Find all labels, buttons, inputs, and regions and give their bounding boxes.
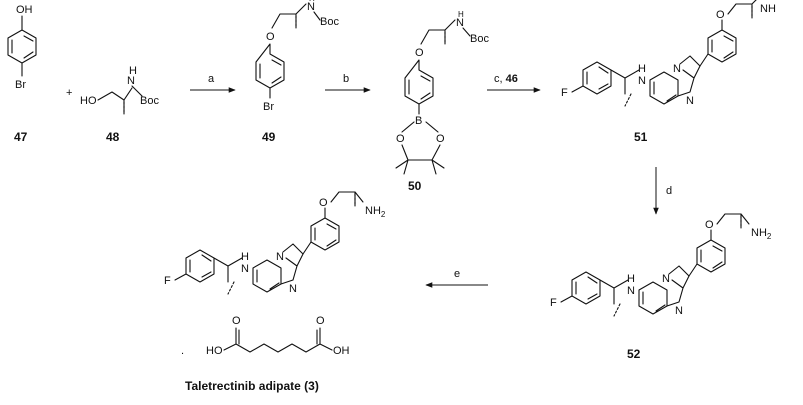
compound-48: HO N H Boc 48 bbox=[80, 65, 159, 144]
atom-nh2: NH2 bbox=[751, 227, 772, 241]
atom-n: N bbox=[673, 63, 681, 75]
atom-o: O bbox=[705, 219, 714, 231]
label-49: 49 bbox=[262, 130, 276, 144]
compound-49: O N H Boc Br 49 bbox=[255, 0, 339, 144]
atom-nh: H bbox=[638, 63, 646, 75]
atom-oh: OH bbox=[16, 4, 33, 16]
atom-o: O bbox=[436, 133, 445, 145]
atom-f: F bbox=[561, 87, 568, 99]
label-50: 50 bbox=[408, 179, 422, 193]
atom-boc: Boc bbox=[320, 16, 339, 28]
svg-text:N: N bbox=[241, 263, 249, 275]
atom-f: F bbox=[164, 275, 171, 287]
atom-n: N bbox=[127, 75, 135, 87]
atom-nh: N bbox=[456, 17, 464, 29]
atom-boc: Boc bbox=[774, 0, 793, 3]
label-48: 48 bbox=[106, 130, 120, 144]
compound-52: F H N N N O NH2 52 bbox=[550, 213, 772, 361]
atom-n: N bbox=[289, 283, 297, 295]
reagent-d: d bbox=[666, 185, 672, 197]
atom-o: O bbox=[415, 47, 424, 59]
atom-h: H bbox=[129, 65, 137, 77]
atom-n: N bbox=[662, 273, 670, 285]
atom-br: Br bbox=[263, 101, 274, 113]
atom-ho: HO bbox=[206, 345, 223, 357]
atom-o: O bbox=[266, 31, 275, 43]
atom-o: O bbox=[716, 9, 725, 21]
atom-n: N bbox=[686, 95, 694, 107]
svg-text:H: H bbox=[309, 0, 315, 3]
atom-o: O bbox=[232, 315, 241, 327]
svg-text:N: N bbox=[627, 285, 635, 297]
atom-b: B bbox=[415, 115, 422, 127]
reagent-e: e bbox=[454, 268, 460, 280]
salt-dot: . bbox=[181, 345, 184, 357]
atom-ho: HO bbox=[80, 95, 97, 107]
atom-o: O bbox=[316, 315, 325, 327]
atom-o: O bbox=[396, 133, 405, 145]
label-52: 52 bbox=[627, 347, 641, 361]
atom-nh2: NH2 bbox=[365, 205, 386, 219]
atom-f: F bbox=[550, 297, 557, 309]
reagent-a: a bbox=[208, 73, 215, 85]
label-47: 47 bbox=[14, 130, 28, 144]
atom-nh: H bbox=[241, 251, 249, 263]
compound-3: F H N N N O NH2 . HO O O OH Taletrectini… bbox=[164, 191, 386, 393]
reagent-b: b bbox=[343, 73, 349, 85]
svg-text:H: H bbox=[458, 10, 464, 19]
atom-n: N bbox=[276, 251, 284, 263]
atom-n: N bbox=[675, 305, 683, 317]
atom-nh: N bbox=[307, 1, 315, 13]
label-taletrectinib-adipate: Taletrectinib adipate (3) bbox=[185, 379, 319, 393]
svg-text:N: N bbox=[638, 75, 646, 87]
atom-boc: Boc bbox=[140, 95, 159, 107]
atom-nh: NH bbox=[760, 3, 776, 15]
label-51: 51 bbox=[634, 130, 648, 144]
atom-boc: Boc bbox=[470, 33, 489, 45]
compound-51: F H N N N O NH Boc 51 bbox=[561, 0, 793, 144]
atom-nh: H bbox=[627, 273, 635, 285]
atom-br: Br bbox=[15, 79, 26, 91]
plus-sign: + bbox=[66, 87, 72, 99]
compound-50: O N H Boc B O O 50 bbox=[395, 10, 489, 193]
atom-oh: OH bbox=[333, 345, 350, 357]
atom-o: O bbox=[319, 197, 328, 209]
reagent-c: c, 46 bbox=[494, 73, 518, 85]
compound-47: OH Br 47 bbox=[7, 4, 37, 144]
